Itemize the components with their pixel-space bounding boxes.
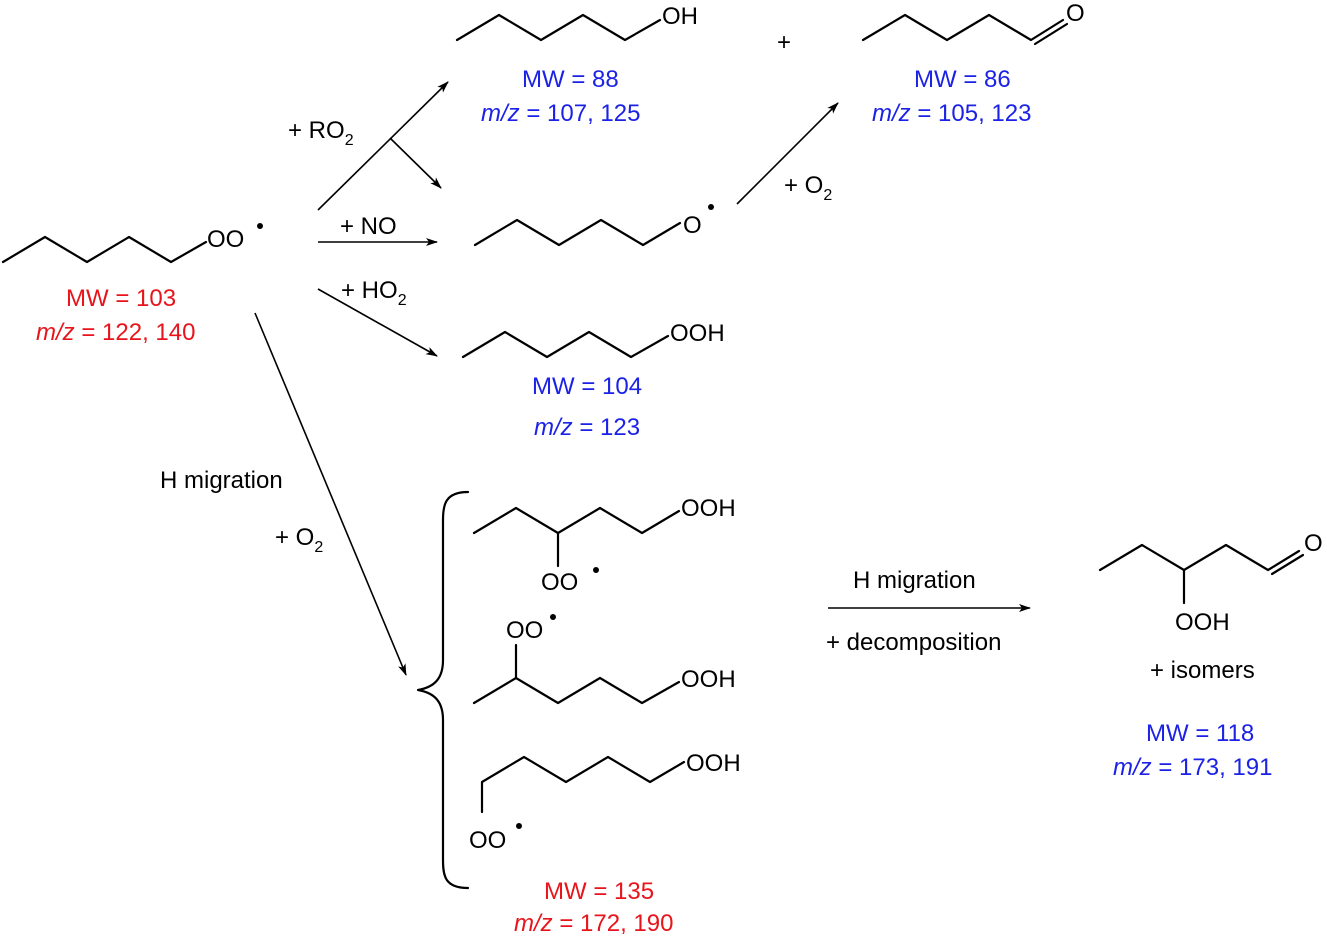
aldehyde-o-label: O <box>1066 0 1085 27</box>
final-isomers-label: + isomers <box>1150 657 1255 684</box>
isomers-mz: m/z = 172, 190 <box>514 910 673 937</box>
isomer-b: OOH OO <box>472 614 736 705</box>
hydroperoxide-mw: MW = 104 <box>532 373 642 400</box>
label-ho2: + HO2 <box>341 277 407 309</box>
label-decomposition: + decomposition <box>826 629 1001 656</box>
isomer-c-chain <box>480 755 686 814</box>
aldehyde-mz: m/z = 105, 123 <box>872 100 1031 127</box>
final-mw: MW = 118 <box>1146 720 1254 747</box>
final-ooh-label: OOH <box>1175 609 1230 636</box>
reactant-mw: MW = 103 <box>66 285 176 312</box>
final-chain <box>1098 543 1301 572</box>
final-o-label: O <box>1304 530 1323 557</box>
label-no: + NO <box>340 213 397 240</box>
hydroperoxide-ooh-label: OOH <box>670 320 725 347</box>
label-ro2: + RO2 <box>288 117 354 149</box>
reactant-chain <box>1 235 208 264</box>
alcohol-mz: m/z = 107, 125 <box>481 100 640 127</box>
aldehyde-chain <box>861 13 1065 42</box>
final-mz: m/z = 173, 191 <box>1113 754 1272 781</box>
reactant-mz: m/z = 122, 140 <box>36 319 195 346</box>
isomer-b-ooh-label: OOH <box>681 666 736 693</box>
isomers-mw: MW = 135 <box>544 878 654 905</box>
hydroperoxide-mz: m/z = 123 <box>534 414 640 441</box>
alkoxy-o-label: O <box>683 212 702 239</box>
isomer-b-chain <box>472 676 681 705</box>
product-aldehyde: O MW = 86 m/z = 105, 123 <box>861 0 1085 127</box>
hydroperoxide-chain <box>461 330 670 359</box>
product-alkoxy: O <box>473 204 714 247</box>
arrow-to-alcohol <box>317 81 449 211</box>
label-plus-o2: + O2 <box>275 524 323 556</box>
radical-dot <box>257 223 263 229</box>
label-plus: + <box>777 29 791 56</box>
alcohol-chain <box>455 13 662 42</box>
label-o2: + O2 <box>784 172 832 204</box>
alkoxy-radical-dot <box>708 204 714 210</box>
isomer-b-radical-dot <box>550 614 556 620</box>
alcohol-oh-label: OH <box>662 3 698 30</box>
arrow-to-alkoxy-branch <box>389 137 442 189</box>
label-h-migration-2: H migration <box>853 567 976 594</box>
arrow-h-migration <box>254 312 407 676</box>
isomer-c: OOH OO <box>469 750 741 854</box>
label-h-migration: H migration <box>160 467 283 494</box>
reactant-molecule: OO MW = 103 m/z = 122, 140 <box>1 223 263 346</box>
arrow-ho2 <box>317 288 438 357</box>
alcohol-mw: MW = 88 <box>522 66 619 93</box>
isomer-c-ooh-label: OOH <box>686 750 741 777</box>
product-final: O OOH + isomers MW = 118 m/z = 173, 191 <box>1098 530 1323 781</box>
isomer-a-oo-label: OO <box>541 569 578 596</box>
final-double-bond <box>1270 553 1305 576</box>
isomer-c-radical-dot <box>516 823 522 829</box>
alkoxy-chain <box>473 218 682 247</box>
arrow-alkoxy-to-aldehyde <box>736 102 839 205</box>
reactant-oo-label: OO <box>207 226 244 253</box>
isomer-a-radical-dot <box>593 567 599 573</box>
isomer-c-oo-label: OO <box>469 827 506 854</box>
aldehyde-mw: MW = 86 <box>914 66 1011 93</box>
aldehyde-double-bond <box>1033 22 1069 46</box>
isomer-bracket <box>416 490 470 890</box>
product-hydroperoxide: OOH MW = 104 m/z = 123 <box>461 320 725 441</box>
isomer-a-chain <box>472 506 681 535</box>
product-alcohol: OH MW = 88 m/z = 107, 125 <box>455 3 698 127</box>
isomer-a: OOH OO <box>472 495 736 596</box>
isomer-b-oo-label: OO <box>506 617 543 644</box>
isomer-a-ooh-label: OOH <box>681 495 736 522</box>
